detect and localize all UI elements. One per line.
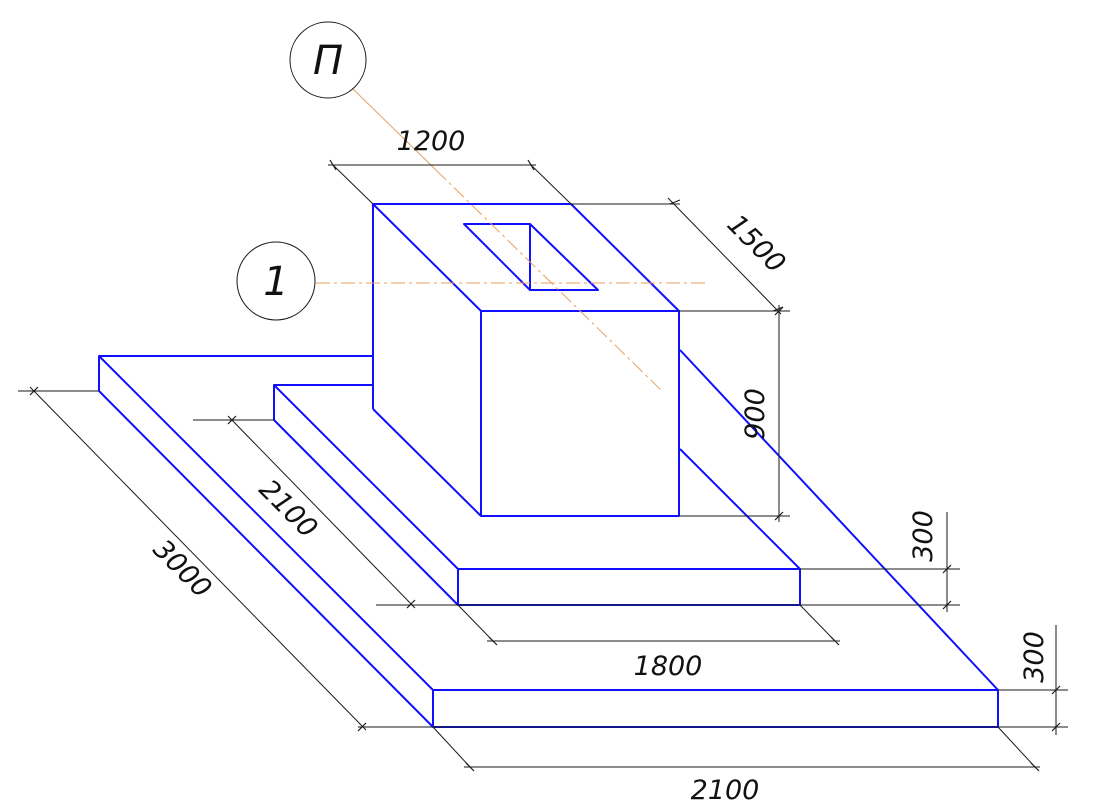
middle-step-left-edge bbox=[273, 384, 459, 606]
dim-step-height: 300 bbox=[908, 510, 939, 562]
dimension-labels: 1200 1500 900 300 300 1800 2100 3000 210… bbox=[147, 126, 1050, 806]
axis-number-label: 1 bbox=[263, 259, 288, 305]
axis-bubble-number: 1 bbox=[236, 241, 316, 321]
column-left-bottom-diagonal bbox=[372, 408, 482, 517]
middle-step bbox=[273, 384, 801, 606]
base-slab-front-face bbox=[432, 689, 999, 728]
middle-step-top-diagonal bbox=[273, 384, 459, 570]
dim-top-depth: 1500 bbox=[721, 209, 792, 280]
dimension-lines bbox=[18, 159, 1068, 772]
base-slab-right-edge bbox=[679, 349, 999, 691]
axis-lines bbox=[316, 87, 705, 393]
dim-base-height: 300 bbox=[1019, 631, 1050, 683]
dim-base-depth: 3000 bbox=[147, 534, 218, 605]
middle-step-front-face bbox=[457, 568, 801, 606]
base-slab bbox=[98, 349, 999, 728]
middle-step-right-edge bbox=[679, 448, 801, 570]
dim-column-height: 900 bbox=[740, 388, 771, 440]
dim-middle-width: 1800 bbox=[634, 651, 703, 682]
axis-letter-label: П bbox=[313, 38, 343, 84]
dim-middle-depth: 2100 bbox=[253, 474, 324, 545]
column-front-face bbox=[480, 310, 680, 517]
base-slab-top-left-edge bbox=[98, 355, 434, 728]
axis-bubble-letter: П bbox=[289, 21, 367, 99]
dim-top-width: 1200 bbox=[397, 126, 466, 157]
column-socket-opening bbox=[463, 223, 599, 291]
column bbox=[372, 203, 680, 517]
base-slab-top-diagonal bbox=[98, 355, 434, 691]
axis-letter-leader bbox=[351, 87, 437, 171]
axis-letter-line bbox=[435, 169, 664, 393]
dim-base-width: 2100 bbox=[691, 775, 760, 806]
